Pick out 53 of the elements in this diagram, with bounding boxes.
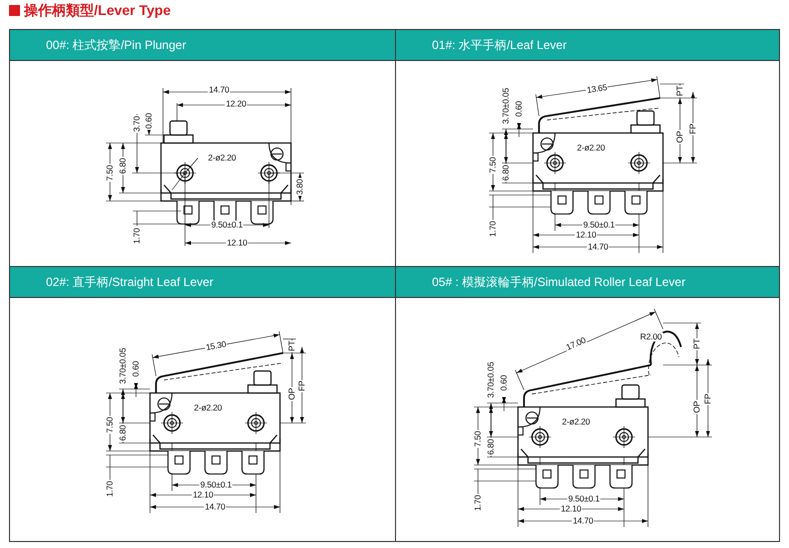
dimension-label: 6.80	[486, 438, 496, 456]
dimension-label: 12.20	[224, 100, 248, 108]
dimension-label: 3.80	[296, 178, 304, 196]
dimension-label: R2.00	[639, 332, 663, 342]
dimension-label: 7.50	[106, 416, 114, 434]
dimension-label: 14.70	[208, 86, 230, 94]
dimension-label: 2-ø2.20	[576, 144, 606, 152]
dimension-label: 1.70	[132, 227, 142, 245]
dimension-label: PT	[676, 84, 684, 98]
dimension-label: 6.80	[502, 164, 510, 182]
dimension-label: FP	[688, 122, 698, 135]
dimension-label: 2-ø2.20	[207, 154, 237, 162]
dimension-label: 3.70	[132, 115, 142, 133]
dimension-label: 12.10	[192, 490, 214, 500]
dimension-label: 3.70±0.05	[502, 87, 510, 125]
dimension-label: 2-ø2.20	[193, 404, 223, 412]
dimension-label: 1.70	[106, 480, 114, 498]
dimension-label: 2-ø2.20	[561, 418, 591, 426]
dimension-label: OP	[692, 400, 702, 414]
header-bar: 05# : 模擬滚輪手柄/Simulated Roller Leaf Lever	[396, 267, 779, 298]
dimension-label: 14.70	[572, 516, 594, 526]
dimension-label: OP	[288, 387, 296, 401]
header-bar: 02#: 直手柄/Straight Leaf Lever	[10, 267, 395, 298]
header-bar: 00#: 柱式按摯/Pin Plunger	[10, 30, 395, 61]
dimension-label: 0.60	[514, 100, 524, 118]
dimension-label: 3.70±0.05	[118, 347, 128, 385]
dimension-label: OP	[676, 130, 684, 144]
dimension-label: 12.10	[574, 230, 598, 240]
dimension-label: FP	[704, 392, 712, 406]
dimension-label: 6.80	[118, 157, 128, 175]
dimension-label: 0.60	[500, 374, 508, 392]
dimension-label: 14.70	[204, 502, 226, 512]
dimension-label: 9.50±0.1	[199, 480, 233, 490]
dimension-label: 0.60	[144, 112, 154, 130]
dimension-label: FP	[298, 380, 306, 392]
title: 操作柄類型/Lever Type	[24, 2, 171, 20]
dimension-label: 6.80	[118, 424, 128, 442]
dimension-label: 0.60	[132, 360, 140, 378]
dimension-label: 9.50±0.1	[210, 220, 244, 230]
dimension-label: PT	[288, 340, 296, 352]
dimension-label: 9.50±0.1	[582, 220, 616, 230]
dimension-label: 7.50	[106, 164, 114, 182]
dimension-label: 9.50±0.1	[567, 494, 601, 504]
dimension-label: 14.70	[586, 242, 610, 252]
dimension-label: 1.70	[474, 494, 482, 512]
dimension-label: 3.70±0.05	[486, 361, 496, 399]
header-bar: 01#: 水平手柄/Leaf Lever	[396, 30, 779, 61]
dimension-label: PT	[692, 338, 702, 350]
dimension-label: 7.50	[474, 430, 482, 448]
dimension-label: 12.10	[226, 238, 248, 248]
dimension-label: 7.50	[488, 156, 498, 174]
dimension-label: 1.70	[488, 220, 498, 238]
dimension-label: 12.10	[560, 504, 582, 514]
